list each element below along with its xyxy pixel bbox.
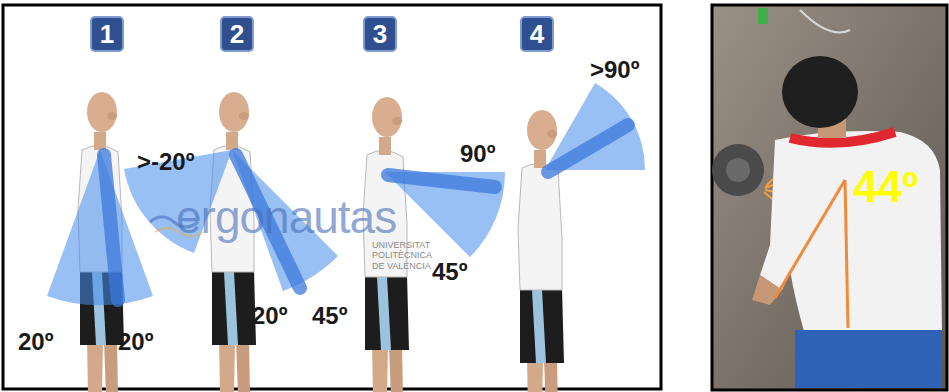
callout-number: 1 <box>100 21 114 47</box>
angle-label: 20º <box>18 328 53 356</box>
callout-number: 4 <box>530 21 544 47</box>
angle-label: >-20º <box>137 148 194 176</box>
number-badge: 1 <box>90 16 124 52</box>
angle-label: 44º <box>853 162 918 212</box>
angle-label: 90º <box>460 140 495 168</box>
angle-label: >90º <box>590 56 639 84</box>
number-badge: 3 <box>363 16 397 52</box>
callout-number: 3 <box>373 21 387 47</box>
angle-label: 20º <box>118 328 153 356</box>
watermark: ergonautas <box>176 190 396 244</box>
number-badge: 2 <box>220 16 254 52</box>
number-badge: 4 <box>520 16 554 52</box>
angle-label: 45º <box>312 302 347 330</box>
watermark: UNIVERSITAT POLITÈCNICA DE VALÈNCIA <box>372 240 444 271</box>
callout-number: 2 <box>230 21 244 47</box>
angle-label: 20º <box>252 302 287 330</box>
angle-label: 45º <box>432 258 467 286</box>
